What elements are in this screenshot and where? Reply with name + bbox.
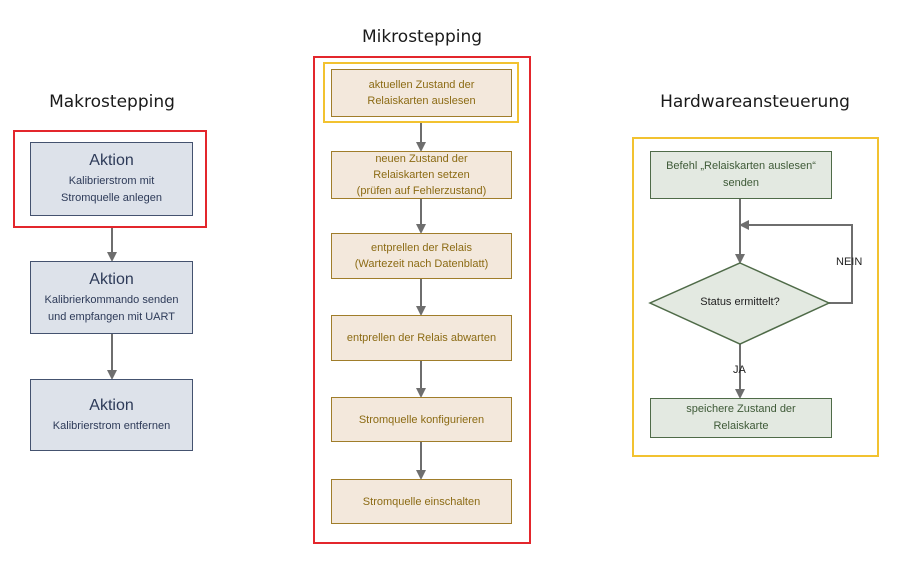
no-branch-label: NEIN [836,256,863,268]
decision-diamond [648,262,831,345]
action-title: Aktion [89,152,134,169]
mikro-heading: Mikrostepping [361,27,483,47]
step-text-line: entprellen der Relais [371,242,472,254]
step-text-line: (prüfen auf Fehlerzustand) [356,185,487,197]
step-text-line: (Wartezeit nach Datenblatt) [354,258,489,270]
hw-text-line: speichere Zustand der [686,403,796,415]
action-text-line: Kalibrierstrom entfernen [52,419,171,432]
hw-text-line: Relaiskarte [713,420,769,432]
step-text-line: Relaiskarten setzen [373,169,470,181]
makro-heading: Makrostepping [49,92,175,112]
action-text-line: Kalibrierstrom mit [68,175,155,187]
step-text-line: Stromquelle einschalten [362,495,481,508]
mikro-step-3: entprellen der Relais (Wartezeit nach Da… [331,233,512,279]
hw-loop-back-line [739,220,853,304]
mikro-step-4: entprellen der Relais abwarten [331,315,512,361]
action-text-line: und empfangen mit UART [48,310,175,323]
mikro-first-step-highlight [323,62,519,123]
hw-end-box: speichere Zustand der Relaiskarte [650,398,832,438]
decision-label: Status ermittelt? [700,296,780,308]
action-title: Aktion [89,270,134,288]
mikro-step-5: Stromquelle konfigurieren [331,397,512,442]
action-text-line: Kalibrierkommando senden [44,293,179,306]
yes-branch-label: JA [733,364,746,376]
mikro-step-1: aktuellen Zustand der Relaiskarten ausle… [331,69,512,117]
step-text-line: neuen Zustand der [375,153,468,165]
action-title: Aktion [89,396,134,414]
hw-text-line: Befehl „Relaiskarten auslesen“ [666,160,816,172]
hardware-highlight-frame [632,137,879,457]
hw-text-line: senden [722,177,760,189]
makro-action-box-2: Aktion Kalibrierkommando senden und empf… [30,261,193,334]
hardware-heading: Hardwareansteuerung [660,92,850,112]
action-text-line: Stromquelle anlegen [61,192,162,204]
makro-highlight-frame [13,130,207,228]
step-text-line: Relaiskarten auslesen [367,95,476,107]
makro-action-box-1: Aktion Kalibrierstrom mit Stromquelle an… [30,142,193,216]
step-text-line: Stromquelle konfigurieren [358,413,485,426]
hw-start-box: Befehl „Relaiskarten auslesen“ senden [650,151,832,199]
step-text-line: entprellen der Relais abwarten [346,332,497,344]
makro-action-box-3: Aktion Kalibrierstrom entfernen [30,379,193,451]
step-text-line: aktuellen Zustand der [368,79,475,91]
mikro-step-6: Stromquelle einschalten [331,479,512,524]
mikro-highlight-frame [313,56,531,544]
mikro-step-2: neuen Zustand der Relaiskarten setzen (p… [331,151,512,199]
